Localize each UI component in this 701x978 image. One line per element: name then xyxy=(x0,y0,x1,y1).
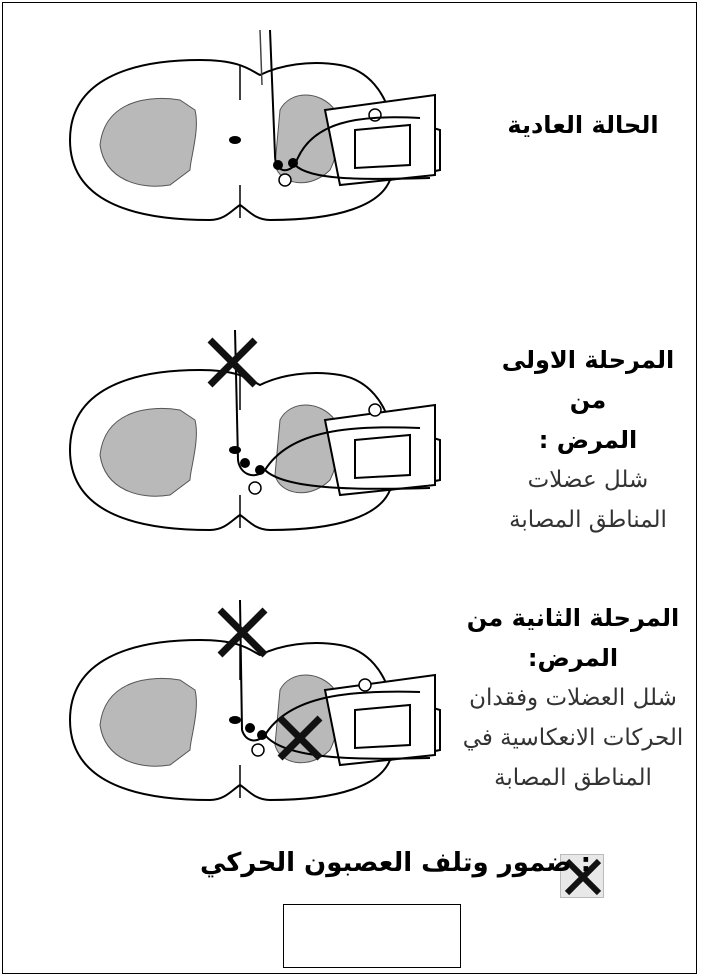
stage-two-desc-line3: المناطق المصابة xyxy=(453,758,693,798)
stage-two-title-line2: المرض: xyxy=(453,638,693,678)
spinal-cord-diagram-stage-two xyxy=(40,600,460,800)
stage-one-title-line1: المرحلة الاولى من xyxy=(483,340,693,420)
legend-text: : ضمور وتلف العصبون الحركي xyxy=(200,848,591,878)
stage-two-desc-line1: شلل العضلات وفقدان xyxy=(453,678,693,718)
stage-normal-title: الحالة العادية xyxy=(473,105,693,145)
stage-two-title-line1: المرحلة الثانية من xyxy=(453,598,693,638)
stage-one-title-line2: المرض : xyxy=(483,420,693,460)
stage-two-label: المرحلة الثانية من المرض: شلل العضلات وف… xyxy=(453,598,693,798)
spinal-cord-diagram-stage-one xyxy=(40,330,460,530)
spinal-cord-diagram-normal xyxy=(40,20,460,220)
answer-box[interactable] xyxy=(283,904,461,968)
stage-one-desc-line2: المناطق المصابة xyxy=(483,500,693,540)
stage-normal-label: الحالة العادية xyxy=(473,105,693,145)
stage-one-label: المرحلة الاولى من المرض : شلل عضلات المن… xyxy=(483,340,693,540)
legend: : ضمور وتلف العصبون الحركي xyxy=(0,846,701,906)
stage-one-desc-line1: شلل عضلات xyxy=(483,460,693,500)
stage-two-desc-line2: الحركات الانعكاسية في xyxy=(453,718,693,758)
